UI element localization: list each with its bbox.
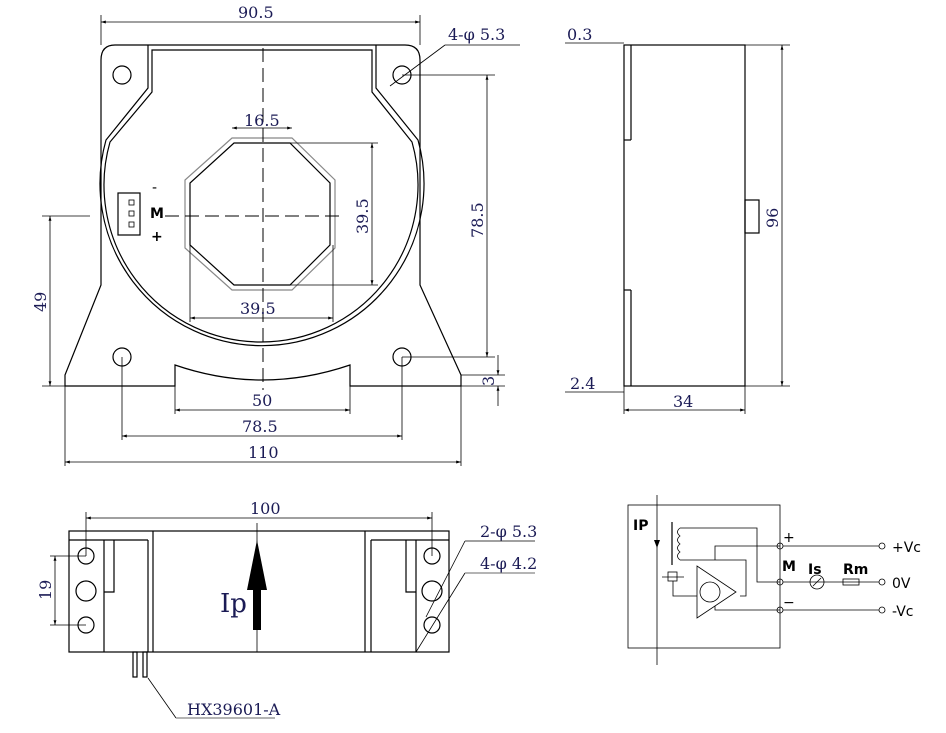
connector-part-label: HX39601-A xyxy=(187,700,281,719)
dim-holes-b: 4-φ 4.2 xyxy=(480,554,537,573)
circuit-ip-label: IP xyxy=(633,518,648,534)
front-inner-rim xyxy=(99,45,425,347)
dim-base-slot: 50 xyxy=(252,391,272,410)
side-view: 0.3 96 2.4 34 xyxy=(565,25,790,414)
front-view: - M + 90.5 4-φ 5.3 16.5 39.5 39.5 78.5 4… xyxy=(31,3,520,466)
dim-bottom-offset: 2.4 xyxy=(570,374,595,393)
dim-hole-span: 100 xyxy=(250,499,281,518)
circuit-is-label: Is xyxy=(808,562,822,578)
bottom-view: Ip HX39601-A 100 19 2-φ 5.3 4-φ 4.2 xyxy=(36,499,537,719)
connector-m-label: M xyxy=(150,206,164,222)
terminal-minus-vc: -Vc xyxy=(892,604,914,620)
circuit-rm-label: Rm xyxy=(843,562,868,578)
current-meter-icon xyxy=(809,574,825,590)
connector-plus-label: + xyxy=(151,229,163,245)
dim-pin-pitch: 19 xyxy=(36,580,55,600)
current-window xyxy=(189,142,331,286)
mount-hole xyxy=(112,65,132,85)
dim-width: 90.5 xyxy=(238,3,274,22)
window-outer xyxy=(184,137,336,291)
amplifier-icon xyxy=(696,565,737,619)
dim-center-height: 49 xyxy=(31,292,50,312)
terminal-plus-vc: +Vc xyxy=(892,540,921,556)
front-body-outline xyxy=(64,44,462,387)
dim-holes: 4-φ 5.3 xyxy=(448,25,505,44)
dim-side-height: 96 xyxy=(763,208,782,228)
connector-minus-label: - xyxy=(152,180,157,196)
circuit-m-label: M xyxy=(782,559,796,575)
side-body xyxy=(623,44,746,387)
circuit-diagram: IP + M − Is Rm +Vc 0V -Vc xyxy=(627,495,921,665)
dim-depth: 34 xyxy=(673,392,693,411)
resistor-icon xyxy=(842,578,860,586)
dim-window-width: 39.5 xyxy=(240,299,276,318)
current-label: Ip xyxy=(220,589,247,619)
side-connector xyxy=(744,199,760,234)
dim-top-offset: 0.3 xyxy=(567,25,592,44)
current-direction-arrow-icon xyxy=(247,540,267,590)
bottom-body xyxy=(68,530,450,653)
dim-holes-a: 2-φ 5.3 xyxy=(480,522,537,541)
terminal-0v: 0V xyxy=(892,576,911,592)
dim-base-width: 110 xyxy=(248,443,279,462)
circuit-plus-label: + xyxy=(783,530,795,546)
front-inner-ring xyxy=(103,49,419,343)
connector-body xyxy=(117,192,141,236)
dim-hole-horizontal: 78.5 xyxy=(242,417,278,436)
circuit-minus-label: − xyxy=(783,595,795,611)
dim-base-thickness: 3 xyxy=(479,376,498,386)
dim-hole-vertical: 78.5 xyxy=(468,202,487,238)
dim-window-height: 39.5 xyxy=(353,198,372,234)
dim-window-top: 16.5 xyxy=(244,111,280,130)
